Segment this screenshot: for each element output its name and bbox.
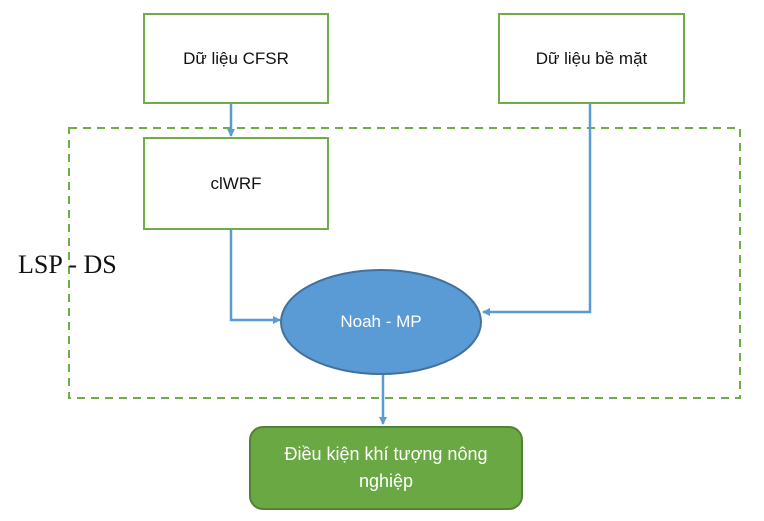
cfsr-data-label: Dữ liệu CFSR [183, 48, 289, 68]
surface-data-label: Dữ liệu bề mặt [535, 48, 648, 68]
surface-data-box: Dữ liệu bề mặt [498, 13, 685, 104]
edge-surface-to-noah [482, 103, 592, 316]
edge-clwrf-to-noah [229, 229, 281, 324]
agro-meteorological-conditions-box: Điều kiện khí tượng nông nghiệp [249, 426, 523, 510]
agro-meteorological-conditions-label: Điều kiện khí tượng nông nghiệp [284, 444, 488, 491]
noah-mp-label: Noah - MP [340, 312, 422, 331]
lsp-ds-group-boundary [68, 127, 741, 399]
clwrf-box: clWRF [143, 137, 329, 230]
noah-mp-ellipse [280, 269, 482, 375]
lsp-ds-group-label: LSP - DS [18, 250, 117, 279]
clwrf-label: clWRF [210, 173, 262, 193]
cfsr-data-box: Dữ liệu CFSR [143, 13, 329, 104]
